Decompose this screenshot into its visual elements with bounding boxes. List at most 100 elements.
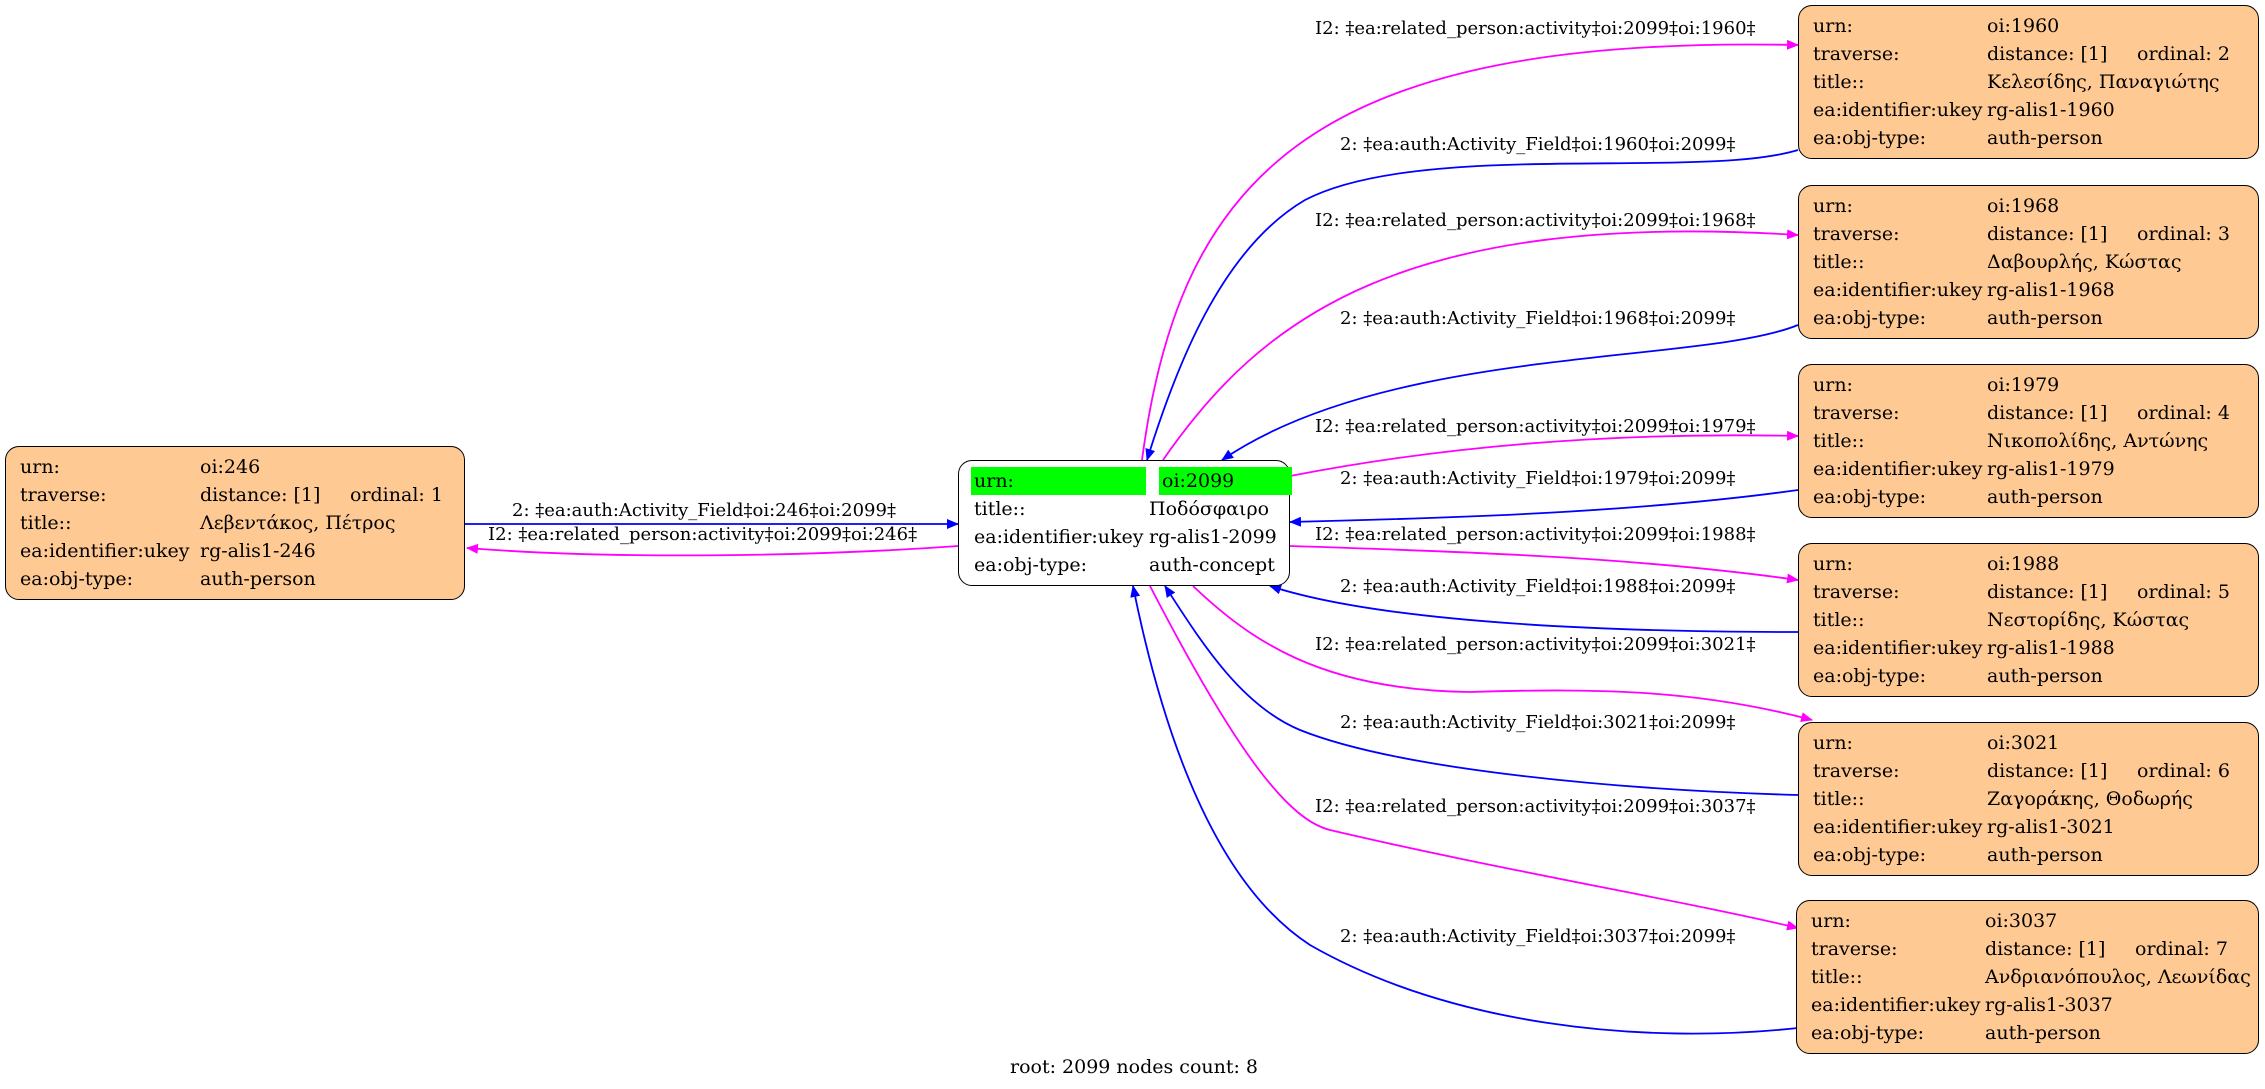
node-type-key: ea:obj-type: [20,568,134,590]
node-ukey-key: ea:identifier:ukey [20,540,190,562]
node-distance: distance: [1] [1987,223,2108,245]
node-ukey-value: rg-alis1-1979 [1987,458,2115,480]
node-title-key: title:: [1813,251,1865,273]
node-person-1960[interactable]: urn:oi:1960 traverse:distance: [1]ordina… [1798,5,2259,159]
node-urn-value: oi:1960 [1987,15,2060,37]
edge-label-related-1960: I2: ‡ea:related_person:activity‡oi:2099‡… [1315,18,1756,39]
edge-auth-3021 [1164,585,1799,796]
node-urn-key: urn: [1813,374,1853,396]
node-title-value: Δαβουρλής, Κώστας [1987,251,2182,273]
node-title-key: title:: [1811,966,1863,988]
node-title-key: title:: [974,498,1026,520]
node-type-key: ea:obj-type: [1813,665,1927,687]
node-traverse-key: traverse: [1813,760,1900,782]
node-traverse-key: traverse: [20,484,107,506]
node-traverse-key: traverse: [1811,938,1898,960]
node-ukey-value: rg-alis1-246 [200,540,316,562]
edge-related-1988 [1289,545,1799,584]
edge-label-auth-1960: 2: ‡ea:auth:Activity_Field‡oi:1960‡oi:20… [1340,134,1736,155]
edge-auth-3037 [1130,585,1799,1035]
node-urn-value: oi:1988 [1987,553,2060,575]
node-person-246[interactable]: urn:oi:246 traverse:distance: [1]ordinal… [5,446,465,600]
edge-related-3021 [1192,585,1813,722]
node-ukey-key: ea:identifier:ukey [1813,99,1983,121]
node-ordinal: ordinal: 4 [2137,402,2230,424]
node-title-key: title:: [1813,71,1865,93]
node-traverse-key: traverse: [1813,402,1900,424]
edge-label-auth-1968: 2: ‡ea:auth:Activity_Field‡oi:1968‡oi:20… [1340,308,1736,329]
node-distance: distance: [1] [1985,938,2106,960]
node-traverse-key: traverse: [1813,581,1900,603]
node-ukey-value: rg-alis1-1968 [1987,279,2115,301]
node-urn-key: urn: [1813,195,1853,217]
node-ordinal: ordinal: 7 [2135,938,2228,960]
node-ukey-value: rg-alis1-3037 [1985,994,2113,1016]
edge-auth-1979 [1289,489,1799,527]
node-title-value: Λεβεντάκος, Πέτρος [200,512,396,534]
edge-label-related-246: I2: ‡ea:related_person:activity‡oi:2099‡… [488,524,918,545]
node-urn-value: oi:3037 [1985,910,2058,932]
node-root-2099[interactable]: urn: oi:2099 title:: Ποδόσφαιρο ea:ident… [958,460,1292,586]
edge-label-auth-3037: 2: ‡ea:auth:Activity_Field‡oi:3037‡oi:20… [1340,926,1736,947]
edge-label-related-1979: I2: ‡ea:related_person:activity‡oi:2099‡… [1315,416,1756,437]
node-person-1979[interactable]: urn: oi:1979 traverse: distance: [1] ordina… [1798,364,2259,518]
node-urn-key: urn: [1811,910,1851,932]
node-type-value: auth-person [1985,1022,2101,1044]
node-traverse-key: traverse: [1813,43,1900,65]
node-distance: distance: [1] [1987,43,2108,65]
edge-related-1968 [1162,229,1799,461]
node-title-key: title:: [20,512,72,534]
node-urn-value: oi:1979 [1987,374,2060,396]
node-type-value: auth-person [1987,844,2103,866]
edge-label-auth-1979: 2: ‡ea:auth:Activity_Field‡oi:1979‡oi:20… [1340,468,1736,489]
node-urn-value: oi:1968 [1987,195,2060,217]
node-ukey-value: rg-alis1-2099 [1149,526,1277,548]
node-title-value: Ανδριανόπουλος, Λεωνίδας [1985,966,2251,988]
node-ukey-key: ea:identifier:ukey [1813,458,1983,480]
edge-related-246 [466,543,959,557]
node-urn-key: urn: [1813,553,1853,575]
edge-label-auth-1988: 2: ‡ea:auth:Activity_Field‡oi:1988‡oi:20… [1340,576,1736,597]
edge-label-related-3021: I2: ‡ea:related_person:activity‡oi:2099‡… [1315,634,1756,655]
node-ukey-key: ea:identifier:ukey [974,526,1144,548]
node-ordinal: ordinal: 2 [2137,43,2230,65]
node-person-1968[interactable]: urn:oi:1968 traverse:distance: [1]ordina… [1798,185,2259,339]
node-title-value: Ζαγοράκης, Θοδωρής [1987,788,2193,810]
node-ukey-value: rg-alis1-3021 [1987,816,2115,838]
node-title-value: Κελεσίδης, Παναγιώτης [1987,71,2220,93]
node-person-1988[interactable]: urn:oi:1988 traverse:distance: [1]ordina… [1798,543,2259,697]
node-ukey-key: ea:identifier:ukey [1811,994,1981,1016]
node-ordinal: ordinal: 1 [350,484,443,506]
node-ukey-key: ea:identifier:ukey [1813,279,1983,301]
edge-auth-1988 [1269,584,1799,633]
node-type-value: auth-concept [1149,554,1275,576]
node-distance: distance: [1] [1987,760,2108,782]
edge-label-related-3037: I2: ‡ea:related_person:activity‡oi:2099‡… [1315,796,1756,817]
node-type-value: auth-person [1987,665,2103,687]
node-title-value: Νεστορίδης, Κώστας [1987,609,2190,631]
edge-auth-1968 [1221,324,1799,461]
edge-label-auth-246: 2: ‡ea:auth:Activity_Field‡oi:246‡oi:209… [512,500,896,521]
node-ukey-value: rg-alis1-1960 [1987,99,2115,121]
node-title-value: Ποδόσφαιρο [1149,498,1270,520]
node-distance: distance: [1] [1987,402,2108,424]
node-type-value: auth-person [1987,486,2103,508]
node-urn-value: oi:2099 [1159,467,1292,495]
node-type-key: ea:obj-type: [1813,127,1927,149]
edge-related-1960 [1141,39,1799,461]
edge-auth-1960 [1145,149,1799,461]
node-type-key: ea:obj-type: [1813,307,1927,329]
node-urn-value: oi:3021 [1987,732,2060,754]
edge-label-auth-3021: 2: ‡ea:auth:Activity_Field‡oi:3021‡oi:20… [1340,712,1736,733]
node-type-value: auth-person [200,568,316,590]
node-type-value: auth-person [1987,307,2103,329]
node-title-key: title:: [1813,788,1865,810]
node-title-value: Νικοπολίδης, Αντώνης [1987,430,2209,452]
node-person-3021[interactable]: urn:oi:3021 traverse:distance: [1]ordina… [1798,722,2259,876]
node-person-3037[interactable]: urn: oi:3037 traverse: distance: [1] ordina… [1796,900,2259,1054]
node-urn-key: urn: [20,456,60,478]
node-urn-key: urn: [971,467,1146,495]
node-ukey-key: ea:identifier:ukey [1813,816,1983,838]
edge-related-1979 [1289,430,1799,477]
